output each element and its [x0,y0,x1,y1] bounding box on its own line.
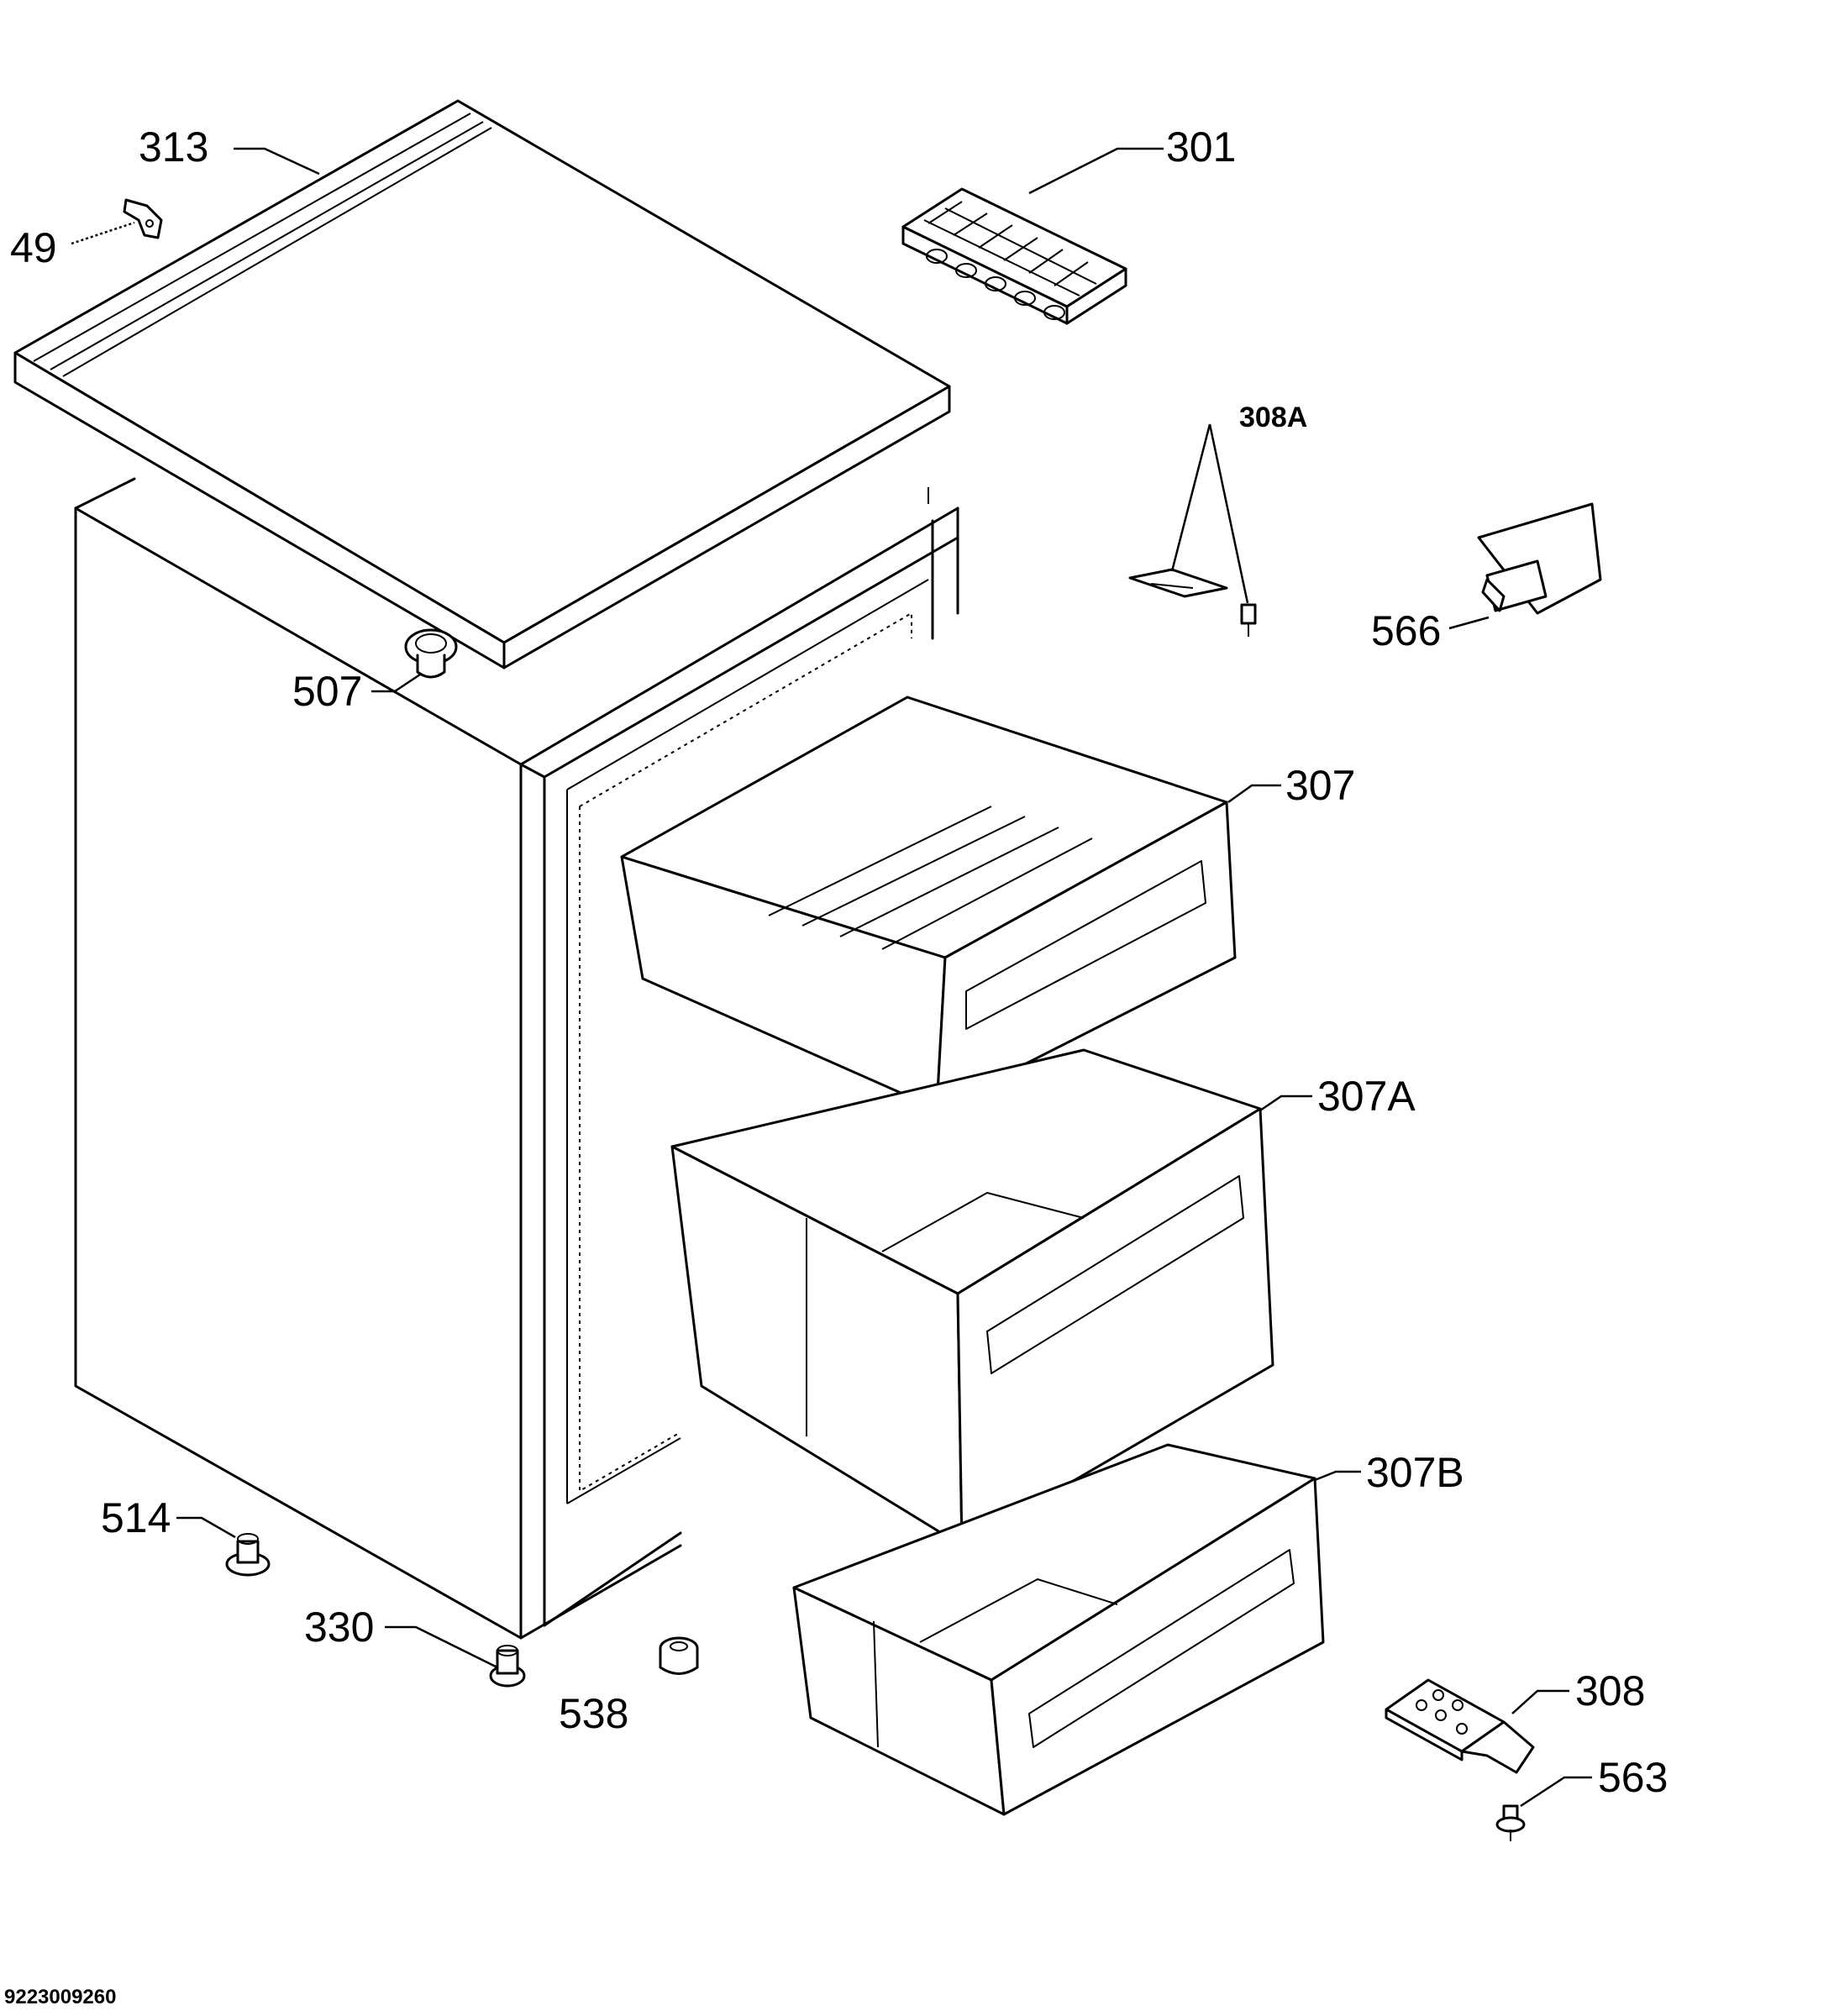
hinge-plate[interactable] [1385,1678,1535,1774]
cabinet-body [74,477,959,1640]
label-49: 49 [10,224,57,271]
drawer-middle[interactable] [670,1048,1274,1547]
label-308A: 308A [1239,402,1307,433]
label-313: 313 [139,123,208,171]
bracket-part[interactable] [123,198,163,239]
label-307: 307 [1285,762,1355,809]
screw-part[interactable] [1495,1804,1526,1841]
ice-scraper[interactable] [1477,502,1602,615]
ice-cube-tray[interactable] [901,187,1127,325]
hinge-assembly-small[interactable] [1128,568,1257,637]
label-301: 301 [1166,123,1236,171]
drawer-top[interactable] [620,696,1237,1110]
label-507: 507 [292,668,362,715]
label-308: 308 [1575,1667,1645,1714]
label-307A: 307A [1317,1073,1416,1120]
leveling-foot[interactable] [489,1645,526,1688]
spacer-part[interactable] [659,1636,699,1675]
label-330: 330 [304,1604,374,1651]
label-514: 514 [101,1494,171,1541]
label-538: 538 [559,1690,628,1737]
adjustable-foot[interactable] [225,1533,271,1577]
drawer-bottom[interactable] [792,1443,1325,1816]
knob-part[interactable] [404,628,458,679]
label-566: 566 [1371,607,1441,654]
worktop-cover[interactable] [13,99,951,669]
document-number: 9223009260 [4,1986,116,2008]
label-307B: 307B [1366,1449,1464,1496]
label-563: 563 [1598,1754,1668,1801]
leader-lines [71,147,1592,1808]
